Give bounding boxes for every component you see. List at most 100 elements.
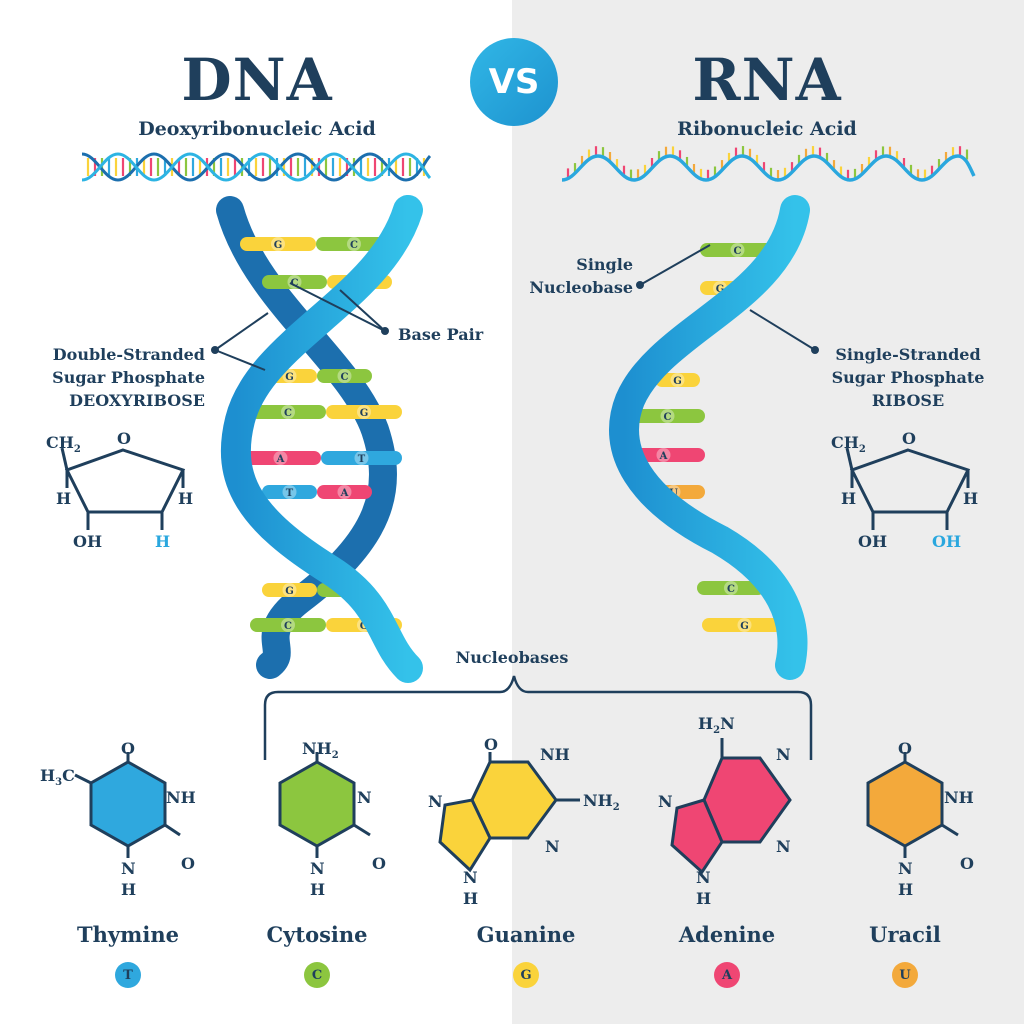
adenine-n-bottom: N: [696, 868, 711, 887]
nucleobase-bar: [655, 373, 700, 387]
base-letter-dot: [724, 581, 738, 595]
adenine-h: H: [696, 889, 712, 908]
base-letter-dot: [337, 485, 352, 499]
guanine-o: O: [484, 735, 498, 754]
base-letter-dot: [730, 243, 745, 257]
single-stranded-label-line2: Sugar Phosphate: [831, 368, 985, 387]
base-left-bar: [240, 237, 316, 251]
cytosine-nh2: NH2: [302, 739, 339, 762]
uracil-name: Uracil: [869, 922, 941, 947]
nucleobase-bar: [630, 409, 705, 423]
base-letter: C: [291, 278, 299, 289]
thymine-n: N: [121, 859, 136, 878]
base-letter: G: [285, 586, 294, 597]
base-left-bar: [240, 451, 321, 465]
guanine-h: H: [463, 889, 479, 908]
dna-front-strand: [220, 195, 423, 683]
thymine-h: H: [121, 880, 137, 899]
mini-dna-rungs: [86, 158, 426, 176]
guanine-badge: G: [513, 962, 539, 988]
cytosine-n-right: N: [357, 788, 372, 807]
double-stranded-label-line2: Sugar Phosphate: [52, 368, 205, 387]
ribose-ring: [845, 447, 971, 530]
base-letter-dot: [354, 451, 369, 465]
nucleobases-bracket: [263, 675, 813, 760]
base-letter: G: [673, 376, 682, 387]
base-letter: C: [350, 240, 358, 251]
nucleobase-bar: [700, 243, 775, 257]
base-letter: C: [664, 412, 672, 423]
single-stranded-label-line3: RIBOSE: [871, 391, 945, 410]
rna-strand: [609, 195, 810, 680]
thymine-badge: T: [115, 962, 141, 988]
ribose-h-left: H: [841, 489, 857, 508]
adenine-structure: [670, 738, 792, 875]
base-letter-dot: [273, 451, 288, 465]
rna-nucleobase: C: [700, 243, 775, 257]
nucleobase-bar: [702, 618, 787, 632]
base-letter-dot: [282, 369, 297, 383]
ribose-o: O: [902, 429, 916, 448]
uracil-nh: NH: [944, 788, 974, 807]
guanine-structure: [438, 752, 580, 873]
nucleobases-label: Nucleobases: [455, 648, 569, 667]
leader-lines: [214, 244, 816, 371]
mini-dna-strand-a: [81, 152, 432, 182]
base-letter-dot: [737, 618, 752, 632]
base-letter: T: [286, 488, 294, 499]
base-letter-dot: [357, 405, 371, 419]
guanine-n-right: N: [545, 837, 560, 856]
dna-subtitle: Deoxyribonucleic Acid: [138, 118, 376, 140]
base-letter: T: [358, 454, 366, 465]
base-letter: C: [727, 584, 735, 595]
base-letter: C: [734, 246, 742, 257]
ribose-ch2: CH2: [831, 433, 866, 456]
cytosine-o: O: [372, 854, 386, 873]
base-letter: C: [284, 621, 292, 632]
single-stranded-label-line1: Single-Stranded: [835, 345, 981, 364]
base-letter-dot: [282, 485, 297, 499]
thymine-structure: [74, 752, 181, 858]
mini-rna-backbone: [561, 154, 976, 182]
base-letter: G: [716, 284, 725, 295]
base-letter-dot: [656, 448, 671, 462]
base-letter-dot: [347, 237, 361, 251]
guanine-nh: NH: [540, 745, 570, 764]
base-letter-dot: [271, 237, 285, 251]
dna-title: DNA: [181, 46, 333, 114]
uracil-structure: [866, 752, 959, 858]
guanine-name: Guanine: [476, 922, 576, 947]
adenine-h2n: H2N: [698, 714, 735, 737]
base-letter-dot: [670, 373, 685, 387]
base-right-bar: [326, 405, 402, 419]
base-letter: C: [341, 372, 349, 383]
guanine-n-bottom: N: [463, 868, 478, 887]
base-right-bar: [317, 485, 372, 499]
mini-dna-helix: [81, 152, 432, 182]
base-letter: A: [340, 488, 349, 499]
adenine-n-left: N: [658, 792, 673, 811]
deoxyribose-h-highlight: H: [155, 532, 171, 551]
base-left-bar: [262, 275, 327, 289]
rna-nucleobase: G: [655, 373, 700, 387]
base-letter: A: [276, 454, 285, 465]
base-right-bar: [317, 369, 372, 383]
base-left-bar: [250, 405, 326, 419]
uracil-badge: U: [892, 962, 918, 988]
mini-dna-strand-b: [81, 152, 432, 182]
base-letter-dot: [281, 405, 295, 419]
rna-nucleobase: C: [697, 581, 765, 595]
rna-subtitle: Ribonucleic Acid: [677, 118, 857, 140]
cytosine-badge: C: [304, 962, 330, 988]
base-pair-label: Base Pair: [398, 325, 484, 344]
mini-rna-strand: [561, 146, 976, 182]
base-letter: G: [360, 621, 369, 632]
rna-nucleobase: G: [702, 618, 787, 632]
adenine-badge: A: [714, 962, 740, 988]
